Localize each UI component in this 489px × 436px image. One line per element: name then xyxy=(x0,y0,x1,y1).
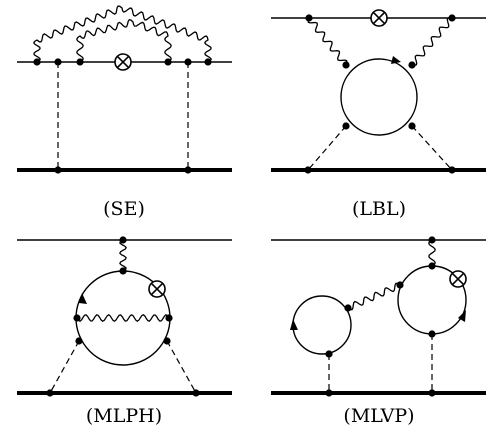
coulomb-line xyxy=(411,125,453,171)
panel-lbl: (LBL) xyxy=(271,9,486,220)
photon-line xyxy=(428,239,436,267)
vertex-dots xyxy=(33,58,212,174)
vertex-dots xyxy=(46,236,200,397)
panel-mlph: (MLPH) xyxy=(17,236,232,427)
panel-label: (MLVP) xyxy=(343,405,414,427)
vertex-dots xyxy=(325,236,436,397)
panel-label: (MLPH) xyxy=(86,405,162,427)
loop-arrow-icon xyxy=(458,310,466,322)
photon-line xyxy=(347,282,401,311)
panel-mlvp: (MLVP) xyxy=(271,236,486,427)
photon-line xyxy=(307,17,348,66)
photon-line xyxy=(411,17,453,66)
insertion-icon xyxy=(370,9,388,27)
coulomb-line xyxy=(307,125,347,171)
photon-line xyxy=(33,5,212,63)
loop-arrow-icon xyxy=(79,293,87,304)
panel-se: (SE) xyxy=(17,5,232,220)
vertex-dots xyxy=(304,14,456,174)
photon-line xyxy=(76,18,172,63)
coulomb-line xyxy=(166,340,197,394)
panel-label: (SE) xyxy=(103,198,145,220)
electron-loop xyxy=(292,295,352,355)
loop-arrow-icon xyxy=(391,56,401,64)
insertion-icon xyxy=(148,280,166,298)
photon-line xyxy=(119,239,127,272)
insertion-icon xyxy=(114,53,132,71)
panel-label: (LBL) xyxy=(352,198,406,220)
electron-loop xyxy=(340,58,418,136)
coulomb-line xyxy=(49,340,80,394)
insertion-icon xyxy=(449,270,467,288)
photon-line xyxy=(76,314,170,322)
loop-arrow-icon xyxy=(290,319,298,330)
